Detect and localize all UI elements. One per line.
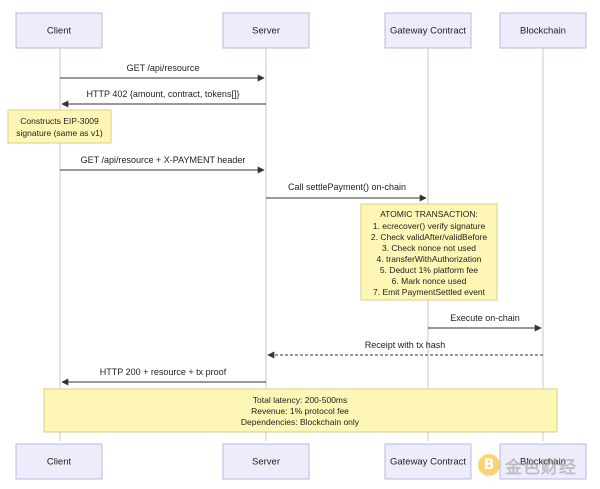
actor-server-bottom: Server <box>222 443 310 480</box>
note-line: 5. Deduct 1% platform fee <box>380 265 479 275</box>
note-line: Revenue: 1% protocol fee <box>251 406 349 416</box>
message-receipt: Receipt with tx hash <box>267 340 543 359</box>
watermark: B 金色财经 <box>478 450 594 480</box>
message-label: Receipt with tx hash <box>365 340 446 350</box>
actor-server-top: Server <box>222 12 310 49</box>
actor-gateway-top: Gateway Contract <box>384 12 472 49</box>
actor-gateway-bottom: Gateway Contract <box>384 443 472 480</box>
note-line: 6. Mark nonce used <box>392 276 467 286</box>
note-line: 4. transferWithAuthorization <box>377 254 482 264</box>
note-summary: Total latency: 200-500ms Revenue: 1% pro… <box>43 388 558 433</box>
message-label: GET /api/resource <box>127 63 200 73</box>
note-line: 1. ecrecover() verify signature <box>373 221 486 231</box>
note-construct-signature: Constructs EIP-3009 signature (same as v… <box>7 109 112 144</box>
actor-blockchain-bottom: Blockchain <box>499 443 587 480</box>
watermark-text: 金色财经 <box>505 457 577 478</box>
message-http-402: HTTP 402 {amount, contract, tokens[]} <box>61 89 266 108</box>
actor-blockchain-top: Blockchain <box>499 12 587 49</box>
message-execute-on-chain: Execute on-chain <box>428 313 542 332</box>
note-line: ATOMIC TRANSACTION: <box>380 209 478 219</box>
note-line: 2. Check validAfter/validBefore <box>371 232 487 242</box>
actors-bottom: Client Server Gateway Contract Blockchai… <box>15 443 587 480</box>
note-line: signature (same as v1) <box>16 128 103 138</box>
message-label: HTTP 200 + resource + tx proof <box>100 367 227 377</box>
message-http-200: HTTP 200 + resource + tx proof <box>61 367 266 386</box>
note-line: Dependencies: Blockchain only <box>241 417 360 427</box>
message-label: Call settlePayment() on-chain <box>288 182 406 192</box>
watermark-logo-icon: B <box>478 454 500 476</box>
actors-top: Client Server Gateway Contract Blockchai… <box>15 12 587 49</box>
message-label: Execute on-chain <box>450 313 520 323</box>
actor-gateway-label: Gateway Contract <box>390 26 466 37</box>
actor-client-label: Client <box>47 457 72 468</box>
note-line: Constructs EIP-3009 <box>20 116 99 126</box>
actor-server-label: Server <box>252 26 280 37</box>
message-label: HTTP 402 {amount, contract, tokens[]} <box>87 89 240 99</box>
message-settle-payment: Call settlePayment() on-chain <box>266 182 427 202</box>
message-get-resource-payment: GET /api/resource + X-PAYMENT header <box>60 155 265 174</box>
message-label: GET /api/resource + X-PAYMENT header <box>81 155 246 165</box>
message-get-resource: GET /api/resource <box>60 63 265 82</box>
actor-client-top: Client <box>15 12 103 49</box>
note-line: 3. Check nonce not used <box>382 243 476 253</box>
note-line: Total latency: 200-500ms <box>253 395 348 405</box>
actor-blockchain-label: Blockchain <box>520 26 566 37</box>
actor-blockchain-label: Blockchain <box>520 457 566 468</box>
note-atomic-transaction: ATOMIC TRANSACTION: 1. ecrecover() verif… <box>360 203 498 301</box>
actor-gateway-label: Gateway Contract <box>390 457 466 468</box>
actor-client-label: Client <box>47 26 72 37</box>
actor-server-label: Server <box>252 457 280 468</box>
actor-client-bottom: Client <box>15 443 103 480</box>
note-line: 7. Emit PaymentSettled event <box>373 287 486 297</box>
